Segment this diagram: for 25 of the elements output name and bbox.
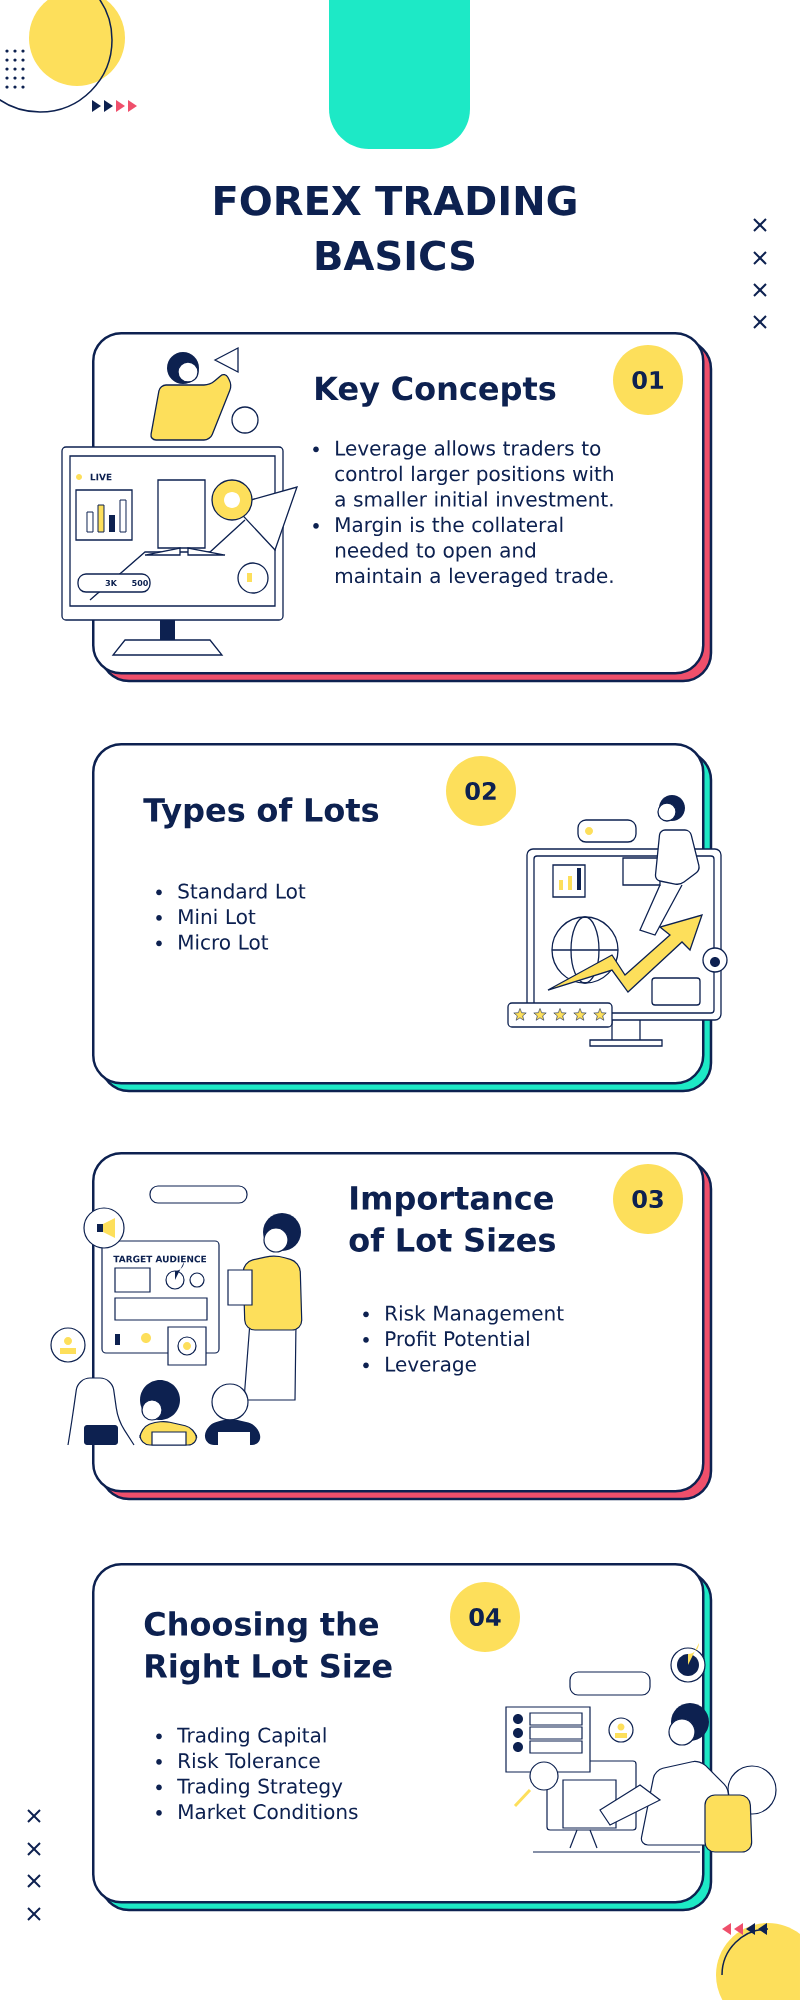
card-heading: Types of Lots bbox=[143, 797, 379, 829]
card-heading: Choosing the Right Lot Size bbox=[144, 1611, 392, 1685]
card-heading: Importance of Lot Sizes bbox=[349, 1186, 555, 1252]
bullet-item: Profit Potential bbox=[363, 1330, 529, 1347]
number-badge: 04 bbox=[450, 1582, 520, 1652]
card-heading: Key Concepts bbox=[316, 376, 556, 407]
number-badge: 01 bbox=[613, 345, 683, 415]
bullet-item: Standard Lot bbox=[156, 883, 306, 899]
number-badge: 02 bbox=[446, 756, 516, 826]
bullet-item: Trading Strategy bbox=[156, 1778, 343, 1798]
bullet-item: Leverage allows traders to control larger positions with a smaller initial investment. bbox=[313, 440, 613, 507]
bullet-item: Margin is the collateral needed to open and maintain a leveraged trade. bbox=[313, 516, 613, 588]
screen-label: 500 bbox=[132, 580, 148, 587]
bullet-item: Micro Lot bbox=[156, 934, 269, 950]
screen-label: 3K bbox=[105, 580, 118, 587]
title: FOREX TRADING BASICS bbox=[215, 185, 576, 271]
screen-label: TARGET AUDIENCE bbox=[113, 1255, 207, 1263]
bullet-item: Leverage bbox=[363, 1356, 476, 1376]
number-badge: 03 bbox=[613, 1164, 683, 1234]
screen-label: LIVE bbox=[90, 473, 112, 481]
bullet-item: Trading Capital bbox=[156, 1727, 326, 1747]
bullet-item: Mini Lot bbox=[156, 908, 256, 925]
bullet-item: Market Conditions bbox=[156, 1803, 358, 1820]
bullet-item: Risk Management bbox=[363, 1305, 564, 1325]
bullet-item: Risk Tolerance bbox=[156, 1752, 320, 1769]
